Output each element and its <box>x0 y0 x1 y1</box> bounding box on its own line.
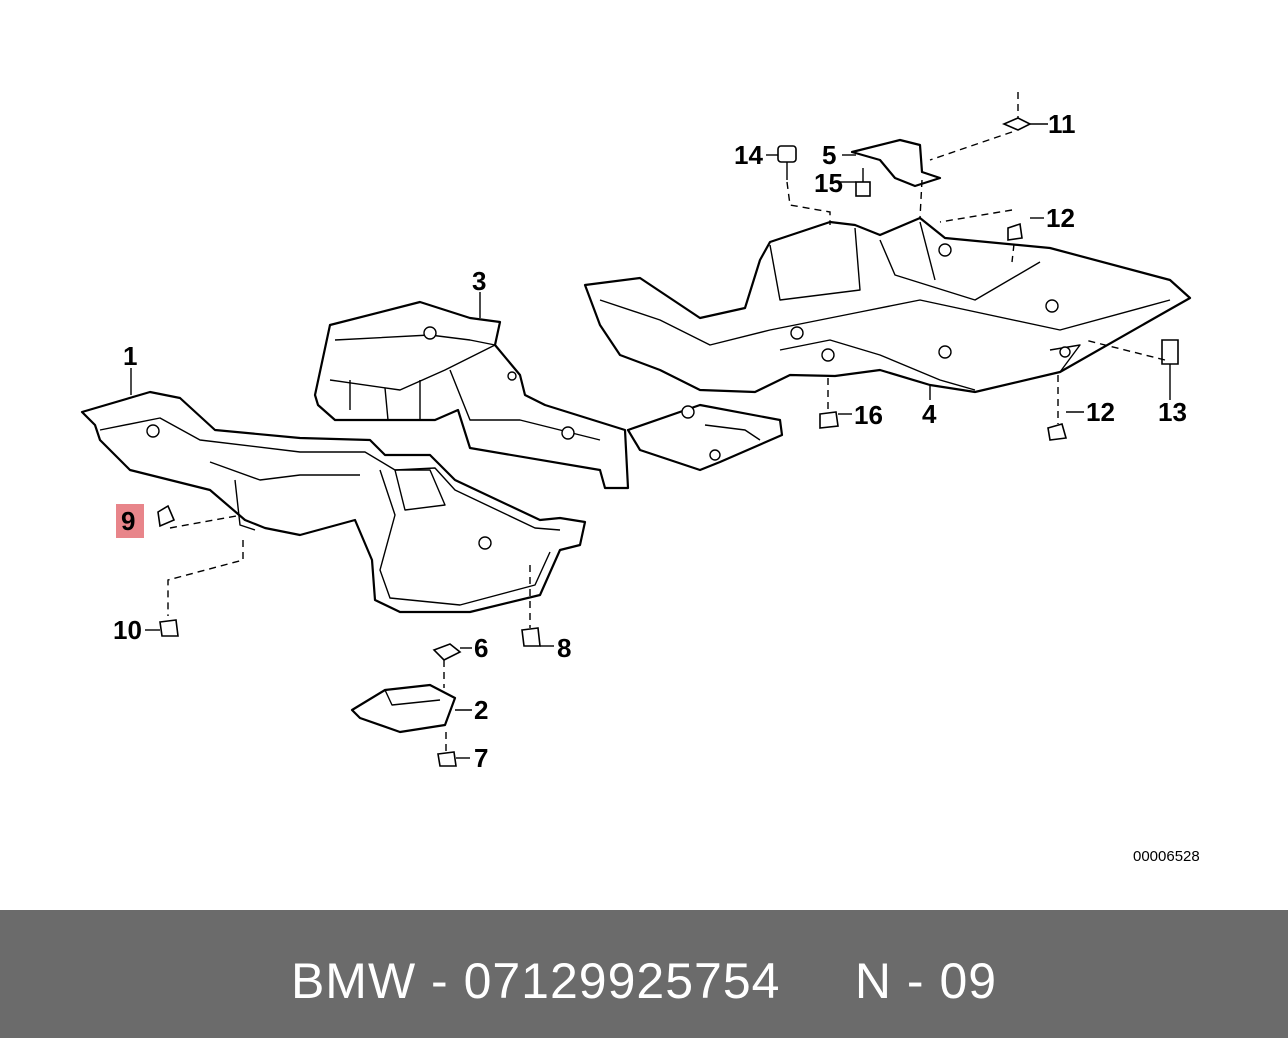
part-4-rear-shield <box>583 216 1192 394</box>
leader-lines <box>130 92 1171 759</box>
callout-9-highlight <box>116 504 144 538</box>
part-5-bracket <box>850 138 942 188</box>
callout-8[interactable]: 8 <box>557 633 571 663</box>
part-2-small-plate <box>350 683 457 734</box>
footer-bar: BMW - 07129925754 N - 09 <box>0 910 1288 1038</box>
callout-14[interactable]: 14 <box>734 140 763 170</box>
callout-1[interactable]: 1 <box>123 341 137 371</box>
part-3-tunnel-shield <box>313 300 630 490</box>
callout-labels: 1 2 3 4 5 6 7 8 9 10 11 12 12 13 14 15 1… <box>113 109 1187 773</box>
diagram-reference-code: 00006528 <box>1133 848 1200 865</box>
callout-12-lower[interactable]: 12 <box>1086 397 1115 427</box>
callout-13[interactable]: 13 <box>1158 397 1187 427</box>
callout-16[interactable]: 16 <box>854 400 883 430</box>
parts-diagram: 1 2 3 4 5 6 7 8 9 10 11 12 12 13 14 15 1… <box>80 92 1192 773</box>
callout-4[interactable]: 4 <box>922 399 937 429</box>
callout-15[interactable]: 15 <box>814 168 843 198</box>
callout-6[interactable]: 6 <box>474 633 488 663</box>
connector-bracket <box>626 403 784 472</box>
callout-3[interactable]: 3 <box>472 266 486 296</box>
callout-2[interactable]: 2 <box>474 695 488 725</box>
callout-12-upper[interactable]: 12 <box>1046 203 1075 233</box>
callout-10[interactable]: 10 <box>113 615 142 645</box>
fasteners <box>157 117 1179 767</box>
callout-11[interactable]: 11 <box>1048 109 1076 139</box>
callout-9[interactable]: 9 <box>121 506 135 536</box>
footer-part-number: BMW - 07129925754 N - 09 <box>290 953 998 1009</box>
part-1-front-shield <box>80 390 587 614</box>
callout-5[interactable]: 5 <box>822 140 836 170</box>
callout-7[interactable]: 7 <box>474 743 488 773</box>
